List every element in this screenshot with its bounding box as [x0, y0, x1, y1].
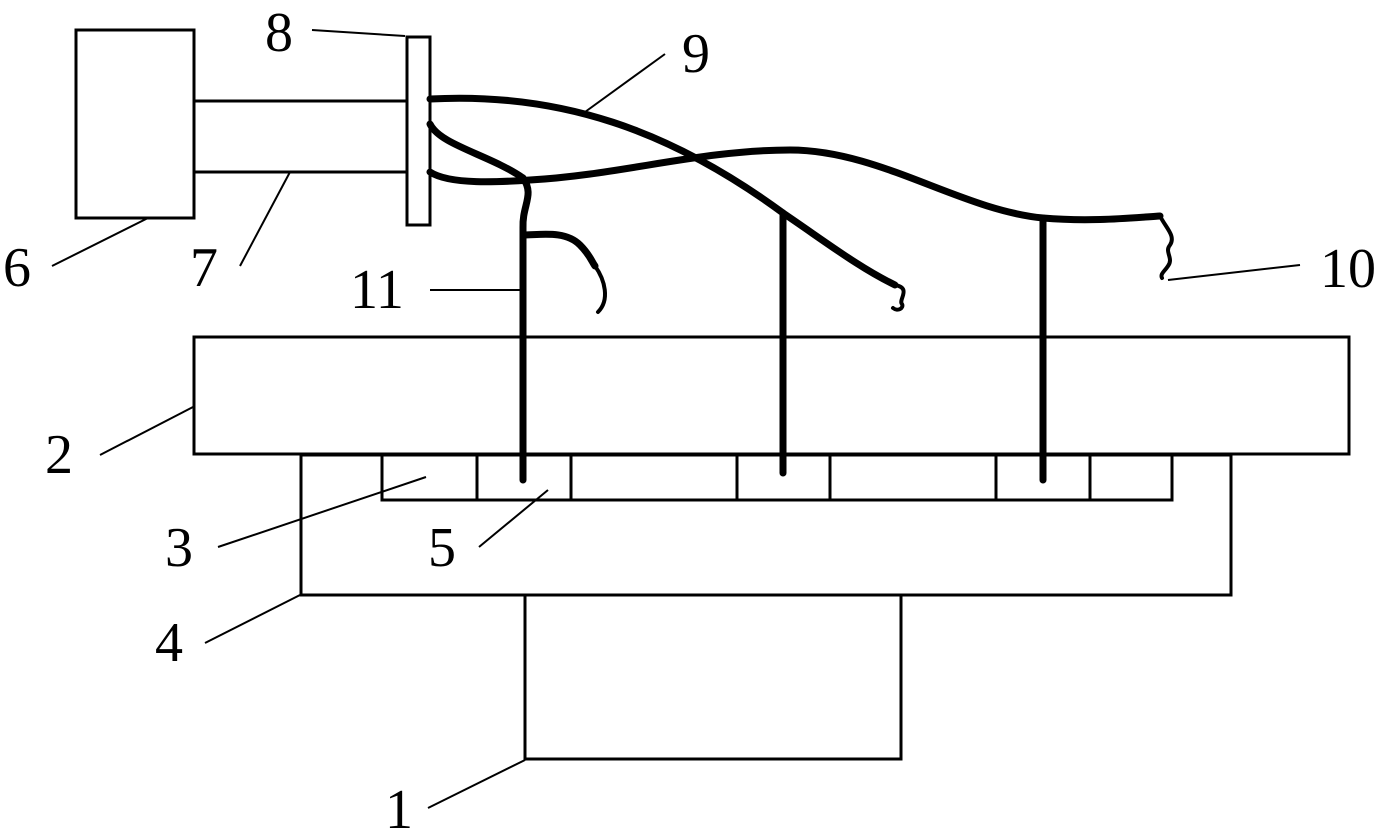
label-8: 8 — [265, 2, 293, 64]
part-9-wires — [426, 94, 1164, 289]
label-2: 2 — [45, 424, 73, 486]
label-9: 9 — [682, 23, 710, 85]
socket-dividers — [475, 455, 1092, 500]
label-3: 3 — [165, 517, 193, 579]
label-10: 10 — [1320, 238, 1376, 300]
label-5: 5 — [428, 517, 456, 579]
part-8-connector — [405, 35, 432, 227]
part-11-probes — [519, 209, 1047, 484]
label-11: 11 — [350, 259, 404, 321]
wire-hooks — [593, 214, 1174, 314]
label-1: 1 — [385, 779, 413, 831]
part-1-base — [523, 593, 903, 761]
leader-lines — [51, 29, 1301, 809]
number-labels: 1 2 3 4 5 6 7 8 9 10 11 — [3, 2, 1376, 831]
label-4: 4 — [155, 612, 183, 674]
part-3-socket-strip — [380, 453, 1174, 502]
part-6-box — [74, 28, 196, 220]
part-7-arm — [194, 99, 407, 174]
label-6: 6 — [3, 237, 31, 299]
label-7: 7 — [190, 237, 218, 299]
part-2-plate — [192, 335, 1351, 456]
